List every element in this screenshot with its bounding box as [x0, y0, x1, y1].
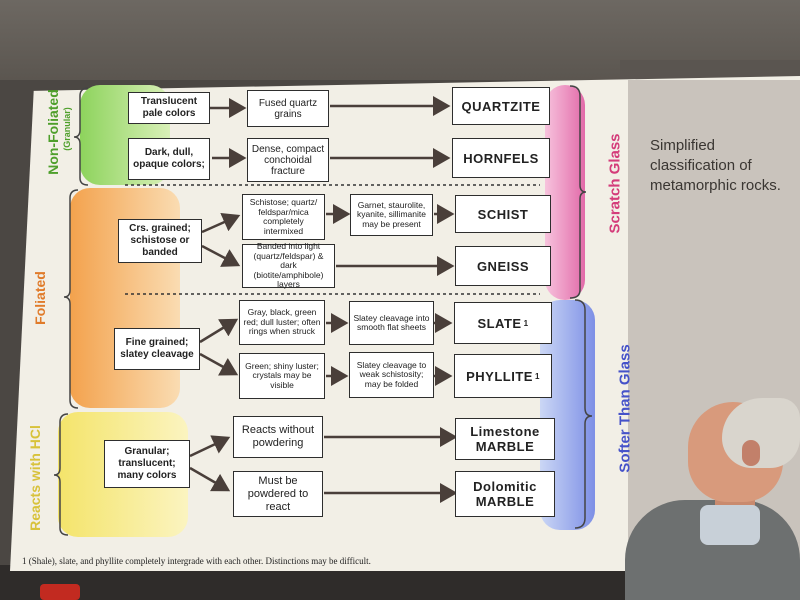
scratch-glass-label: Scratch Glass: [606, 133, 624, 234]
limestone-marble-box: Limestone MARBLE: [455, 418, 555, 460]
granular-translucent-box: Granular; translucent; many colors: [104, 440, 190, 488]
gneiss-box: GNEISS: [455, 246, 551, 286]
scratch-glass-band: [545, 85, 585, 300]
translucent-box: Translucent pale colors: [128, 92, 210, 124]
dark-dull-box: Dark, dull, opaque colors;: [128, 138, 210, 180]
hornfels-box: HORNFELS: [452, 138, 550, 178]
quartzite-box: QUARTZITE: [452, 87, 550, 125]
reacts-without-powdering-box: Reacts without powdering: [233, 416, 323, 458]
fused-quartz-box: Fused quartz grains: [247, 90, 329, 127]
reacts-hcl-label: Reacts with HCl: [27, 425, 43, 531]
gray-black-box: Gray, black, green red; dull luster; oft…: [239, 300, 325, 345]
slide-footnote: 1 (Shale), slate, and phyllite completel…: [22, 556, 371, 566]
dense-compact-box: Dense, compact conchoidal fracture: [247, 138, 329, 182]
slate-footnote-mark: 1: [523, 318, 529, 328]
slate-text: SLATE: [477, 315, 522, 331]
foliated-label: Foliated: [32, 271, 48, 325]
schistose-box: Schistose; quartz/ feldspar/mica complet…: [242, 194, 325, 240]
coarse-grained-box: Crs. grained; schistose or banded: [118, 219, 202, 263]
green-shiny-box: Green; shiny luster; crystals may be vis…: [239, 353, 325, 399]
softer-glass-label: Softer Than Glass: [616, 344, 634, 473]
must-be-powdered-box: Must be powdered to react: [233, 471, 323, 517]
slide-caption: Simplified classification of metamorphic…: [650, 137, 781, 194]
presenter-hair: [722, 398, 800, 468]
presenter-collar: [700, 505, 760, 545]
dolomitic-marble-box: Dolomitic MARBLE: [455, 471, 555, 517]
schist-box: SCHIST: [455, 195, 551, 233]
banded-box: Banded into light (quartz/feldspar) & da…: [242, 242, 335, 289]
garnet-box: Garnet, staurolite, kyanite, sillimanite…: [350, 194, 433, 236]
phyllite-footnote-mark: 1: [534, 371, 540, 381]
granular-label: (Granular): [62, 107, 72, 151]
slatey-cleavage-smooth-box: Slatey cleavage into smooth flat sheets: [349, 301, 434, 345]
non-foliated-label: Non-Foliated: [45, 89, 61, 175]
presenter-ear: [742, 440, 760, 466]
phyllite-text: PHYLLITE: [466, 368, 533, 384]
slatey-cleavage-weak-box: Slatey cleavage to weak schistosity; may…: [349, 352, 434, 398]
red-object: [40, 584, 80, 600]
fine-grained-box: Fine grained; slatey cleavage: [114, 328, 200, 370]
